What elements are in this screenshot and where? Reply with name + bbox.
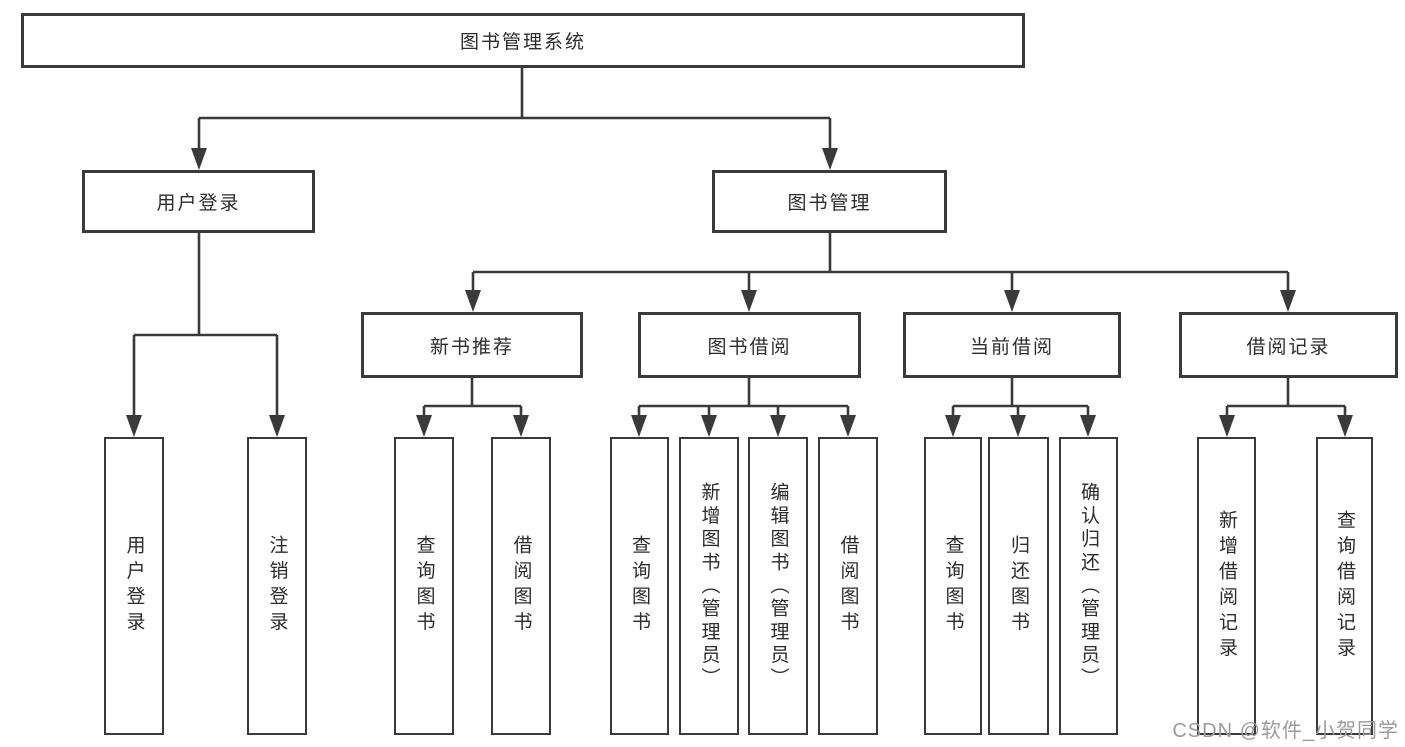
connector-root-to-level2: [197, 68, 832, 150]
leaf-query-borrow-record-label: 查询借阅记录: [1334, 509, 1355, 663]
leaf-query-books-3: 查询图书: [924, 437, 982, 735]
leaf-query-books-2-label: 查询图书: [629, 535, 650, 637]
leaf-add-books-admin-label: 新增图书（管理员）: [698, 481, 720, 691]
connector-newbook-to-leaves: [422, 378, 523, 417]
node-library-management-system: 图书管理系统: [21, 13, 1025, 68]
leaf-return-books-label: 归还图书: [1008, 535, 1029, 637]
leaf-logout: 注销登录: [247, 437, 307, 735]
leaf-edit-books-admin: 编辑图书（管理员）: [748, 437, 808, 735]
leaf-borrow-books-2-label: 借阅图书: [837, 535, 859, 637]
leaf-add-books-admin: 新增图书（管理员）: [679, 437, 739, 735]
leaf-borrow-books-1: 借阅图书: [491, 437, 551, 735]
leaf-query-books-1-label: 查询图书: [413, 535, 435, 637]
connector-records-to-leaves: [1225, 378, 1347, 417]
leaf-borrow-books-2: 借阅图书: [818, 437, 878, 735]
leaf-logout-label: 注销登录: [266, 535, 288, 637]
leaf-edit-books-admin-label: 编辑图书（管理员）: [767, 481, 789, 691]
leaf-add-borrow-record: 新增借阅记录: [1197, 437, 1256, 735]
leaf-borrow-books-1-label: 借阅图书: [510, 535, 532, 637]
leaf-add-borrow-record-label: 新增借阅记录: [1216, 509, 1237, 663]
leaf-query-borrow-record: 查询借阅记录: [1316, 437, 1373, 735]
leaf-query-books-3-label: 查询图书: [942, 535, 964, 637]
leaf-return-books: 归还图书: [988, 437, 1049, 735]
leaf-confirm-return-admin: 确认归还（管理员）: [1059, 437, 1118, 735]
node-borrow-records: 借阅记录: [1179, 312, 1398, 378]
leaf-query-books-1: 查询图书: [394, 437, 454, 735]
node-user-login: 用户登录: [82, 170, 315, 233]
node-new-book-recommend: 新书推荐: [361, 312, 583, 378]
connector-currentborrow-to-leaves: [951, 378, 1090, 417]
leaf-user-login: 用户登录: [104, 437, 164, 735]
node-book-management: 图书管理: [712, 170, 947, 233]
node-book-borrow: 图书借阅: [638, 312, 861, 378]
connector-bookborrow-to-leaves: [637, 378, 850, 417]
connector-userlogin-to-leaves: [132, 233, 279, 417]
connector-bookmgmt-to-level3: [471, 233, 1290, 292]
leaf-confirm-return-admin-label: 确认归还（管理员）: [1078, 481, 1099, 691]
leaf-query-books-2: 查询图书: [610, 437, 669, 735]
leaf-user-login-label: 用户登录: [123, 535, 145, 637]
node-current-borrow: 当前借阅: [903, 312, 1121, 378]
csdn-watermark: CSDN @软件_小贺同学: [1172, 720, 1399, 742]
